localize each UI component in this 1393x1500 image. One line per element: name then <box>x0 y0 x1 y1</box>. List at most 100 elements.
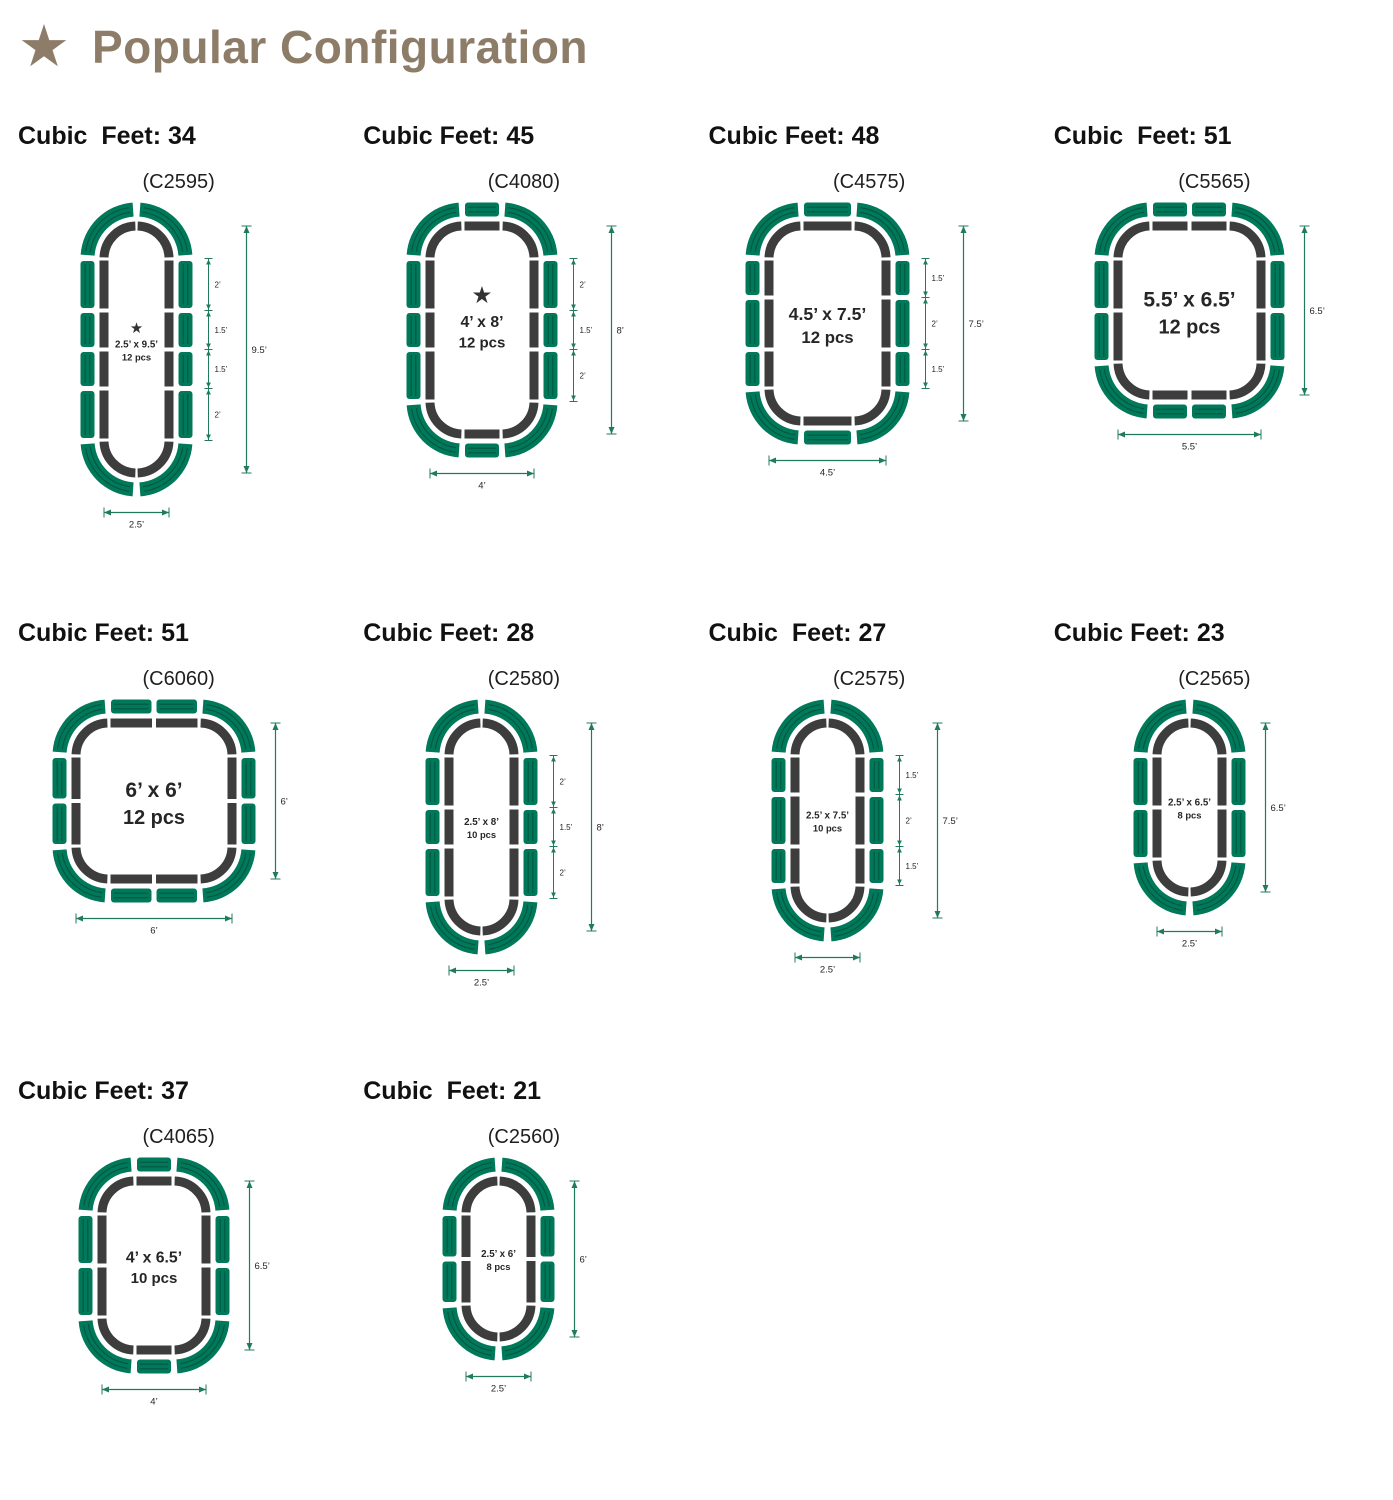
star-icon: ★ <box>130 321 143 337</box>
segment-dim-label: 1.5’ <box>931 365 944 374</box>
dimension-lines <box>101 1180 255 1395</box>
diagram-labels: 6’6’6’ x 6’12 pcs <box>123 779 288 937</box>
diagram-labels: 7.5’4.5’1.5’2’1.5’4.5’ x 7.5’12 pcs <box>788 274 983 479</box>
bed-diagram: 6.5’ 5.5’ 5.5’ x 6.5’ 12 pcs <box>1094 202 1325 453</box>
bed-size-label: 4.5’ x 7.5’ <box>788 304 866 324</box>
config-card: Cubic Feet: 48 (C4575) 7.5’4.5’1.5’2’1.5… <box>707 122 1032 487</box>
bed-size-label: 2.5’ x 7.5’ <box>806 811 849 822</box>
model-code: (C2580) <box>487 668 560 690</box>
bed-diagram-container: 8’2.5’2’1.5’2’2.5’ x 8’10 pcs <box>361 693 686 997</box>
bed-pieces-label: 12 pcs <box>1158 317 1220 339</box>
bed-size-label: 2.5’ x 8’ <box>464 817 499 828</box>
cubic-feet-label: Cubic Feet: 28 <box>363 619 535 647</box>
config-card: Cubic Feet: 45 (C4080) 8’4’2’1.5’2’★4’ x… <box>361 122 686 500</box>
model-code: (C4575) <box>832 171 906 193</box>
bed-diagram: 8’4’2’1.5’2’★4’ x 8’12 pcs <box>406 202 624 492</box>
height-dim-label: 7.5’ <box>942 816 957 827</box>
bed-pieces-label: 12 pcs <box>122 351 151 362</box>
config-card: Cubic Feet: 37 (C4065) 6.5’4’4’ x 6.5’10… <box>16 1077 341 1416</box>
diagram-labels: 6.5’4’4’ x 6.5’10 pcs <box>126 1249 270 1407</box>
bed-pieces-label: 10 pcs <box>813 822 842 833</box>
width-dim-label: 2.5’ <box>491 1384 506 1395</box>
bed-diagram: 7.5’2.5’1.5’2’1.5’2.5’ x 7.5’10 pcs <box>771 699 957 976</box>
segment-dim-label: 2’ <box>560 778 566 787</box>
segment-dim-label: 1.5’ <box>560 823 573 832</box>
bed-size-label: 5.5’ x 6.5’ <box>1143 288 1235 311</box>
model-code: (C4080) <box>487 171 560 193</box>
cubic-feet-label: Cubic Feet: 34 <box>18 122 196 150</box>
bed-pieces-label: 8 pcs <box>1177 809 1201 820</box>
segment-dim-label: 2’ <box>579 372 585 381</box>
cubic-feet-label: Cubic Feet: 23 <box>1053 619 1225 647</box>
bed-diagram: 6’6’6’ x 6’12 pcs <box>52 699 288 937</box>
width-dim-label: 2.5’ <box>129 520 144 531</box>
bed-size-label: 4’ x 6.5’ <box>126 1249 182 1266</box>
segment-dim-label: 2’ <box>905 817 911 826</box>
segment-dim-label: 2’ <box>579 281 585 290</box>
model-code: (C2560) <box>487 1126 560 1148</box>
bed-frame <box>790 718 865 923</box>
diagram-labels: 6.5’2.5’2.5’ x 6.5’8 pcs <box>1168 798 1286 950</box>
bed-panels <box>52 699 256 903</box>
segment-dim-label: 1.5’ <box>579 326 592 335</box>
height-dim-label: 6.5’ <box>1270 803 1285 814</box>
bed-diagram-container: 6’ 2.5’ 2.5’ x 6’8 pcs <box>361 1151 686 1403</box>
dimension-lines <box>429 225 617 479</box>
bed-size-label: 2.5’ x 9.5’ <box>115 340 158 351</box>
page-header: ★ Popular Configuration <box>10 14 1383 76</box>
model-code: (C2575) <box>832 668 906 690</box>
segment-dim-label: 2’ <box>931 320 937 329</box>
bed-size-label: 2.5’ x 6’ <box>481 1249 516 1260</box>
height-dim-label: 6.5’ <box>1309 306 1324 317</box>
segment-dim-label: 2’ <box>215 411 221 420</box>
bed-pieces-label: 8 pcs <box>487 1261 511 1272</box>
model-code: (C4065) <box>142 1126 215 1148</box>
diagram-labels: 8’4’2’1.5’2’★4’ x 8’12 pcs <box>459 281 624 492</box>
bed-diagram: 6’ 2.5’ 2.5’ x 6’8 pcs <box>442 1157 587 1395</box>
bed-diagram-container: 6.5’4’4’ x 6.5’10 pcs <box>16 1151 341 1416</box>
bed-frame <box>461 1176 536 1342</box>
bed-panels <box>1094 202 1285 419</box>
bed-panels <box>425 699 538 955</box>
bed-pieces-label: 12 pcs <box>459 334 506 351</box>
config-card: Cubic Feet: 34 (C2595) 9.5’2.5’2’1.5’1.5… <box>16 122 341 539</box>
bed-diagram: 7.5’4.5’1.5’2’1.5’4.5’ x 7.5’12 pcs <box>745 202 983 479</box>
cubic-feet-label: Cubic Feet: 51 <box>1053 122 1232 150</box>
bed-panels <box>406 202 558 458</box>
cubic-feet-label: Cubic Feet: 51 <box>18 619 189 647</box>
diagram-labels: 8’2.5’2’1.5’2’2.5’ x 8’10 pcs <box>464 778 604 989</box>
config-card: Cubic Feet: 51 (C6060) 6’6’6’ x 6’12 pcs <box>16 619 341 945</box>
bed-panels <box>745 202 910 445</box>
bed-size-label: 6’ x 6’ <box>125 779 182 802</box>
bed-diagram: 6.5’2.5’2.5’ x 6.5’8 pcs <box>1133 699 1286 950</box>
segment-dim-label: 1.5’ <box>215 326 228 335</box>
dimension-lines <box>103 225 252 518</box>
width-dim-label: 2.5’ <box>819 965 834 976</box>
diagram-labels: 6.5’ 5.5’ 5.5’ x 6.5’ 12 pcs <box>1143 288 1324 452</box>
star-icon: ★ <box>18 14 70 79</box>
bed-diagram-container: 6’6’6’ x 6’12 pcs <box>16 693 341 945</box>
height-dim-label: 8’ <box>616 326 623 337</box>
diagram-labels: 9.5’2.5’2’1.5’1.5’2’★2.5’ x 9.5’12 pcs <box>115 281 267 531</box>
bed-diagram-container: 6.5’2.5’2.5’ x 6.5’8 pcs <box>1052 693 1377 958</box>
bed-pieces-label: 10 pcs <box>130 1270 177 1287</box>
bed-frame <box>444 718 519 936</box>
width-dim-label: 5.5’ <box>1182 442 1197 453</box>
cubic-feet-label: Cubic Feet: 27 <box>708 619 887 647</box>
bed-pieces-label: 12 pcs <box>801 328 853 347</box>
config-card: Cubic Feet: 51 (C5565) 6.5’5.5’5.5’ x 6.… <box>1052 122 1377 461</box>
bed-size-label: 4’ x 8’ <box>460 314 503 331</box>
bed-panels <box>80 202 193 497</box>
configurations-grid: Cubic Feet: 34 (C2595) 9.5’2.5’2’1.5’1.5… <box>10 122 1383 1416</box>
segment-dim-label: 1.5’ <box>905 771 918 780</box>
model-code: (C6060) <box>142 668 215 690</box>
cubic-feet-label: Cubic Feet: 45 <box>363 122 535 150</box>
bed-panels <box>1133 699 1246 916</box>
width-dim-label: 2.5’ <box>474 978 489 989</box>
bed-diagram-container: 6.5’ 5.5’ 5.5’ x 6.5’ 12 pcs <box>1052 196 1377 461</box>
height-dim-label: 6.5’ <box>254 1261 269 1272</box>
bed-pieces-label: 10 pcs <box>467 829 496 840</box>
cubic-feet-label: Cubic Feet: 48 <box>708 122 880 150</box>
bed-frame <box>71 718 237 884</box>
height-dim-label: 6’ <box>580 1255 587 1266</box>
